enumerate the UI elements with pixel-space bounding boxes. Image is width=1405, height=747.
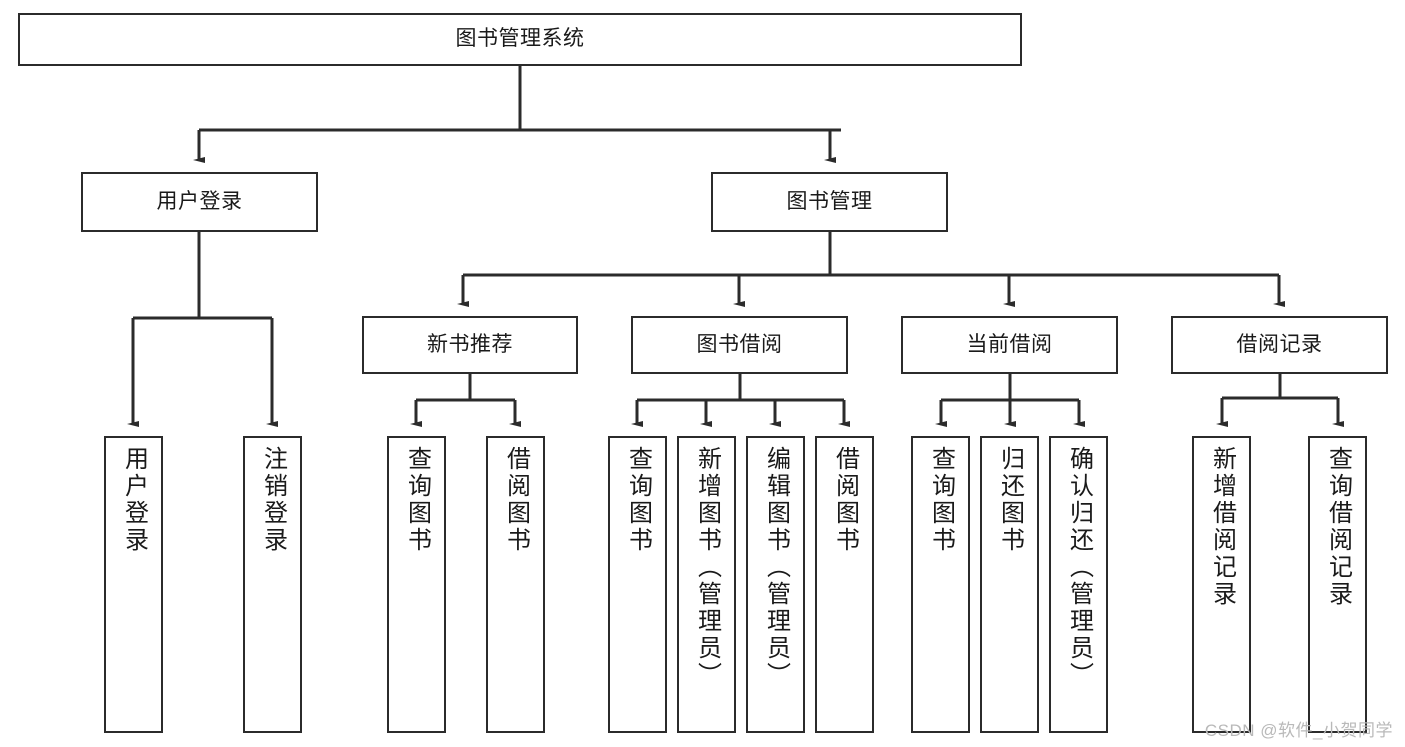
node-root-system-label: 图书管理系统 [455,27,585,51]
leaf-borrow-query-book-label: 查询图书 [624,446,652,554]
leaf-logout[interactable]: 注销登录 [243,436,302,733]
node-book-borrow-label: 图书借阅 [696,332,783,356]
node-book-management-label: 图书管理 [786,189,873,213]
leaf-confirm-return-admin[interactable]: 确认归还（管理员） [1049,436,1108,733]
node-new-book-recommend-label: 新书推荐 [427,332,513,356]
leaf-current-query-book-label: 查询图书 [927,446,955,554]
leaf-add-book-admin-label: 新增图书（管理员） [693,446,721,689]
leaf-user-login-label: 用户登录 [120,446,148,554]
node-root-system[interactable]: 图书管理系统 [18,13,1022,66]
leaf-borrow-query-book[interactable]: 查询图书 [608,436,667,733]
node-book-management[interactable]: 图书管理 [711,172,948,232]
node-book-borrow[interactable]: 图书借阅 [631,316,848,374]
leaf-add-book-admin[interactable]: 新增图书（管理员） [677,436,736,733]
leaf-borrow-book[interactable]: 借阅图书 [815,436,874,733]
node-current-borrow[interactable]: 当前借阅 [901,316,1118,374]
leaf-query-borrow-record[interactable]: 查询借阅记录 [1308,436,1367,733]
node-user-login[interactable]: 用户登录 [81,172,318,232]
leaf-add-borrow-record-label: 新增借阅记录 [1208,446,1236,608]
leaf-edit-book-admin[interactable]: 编辑图书（管理员） [746,436,805,733]
leaf-return-book-label: 归还图书 [996,446,1024,554]
leaf-new-book-borrow[interactable]: 借阅图书 [486,436,545,733]
node-borrow-record[interactable]: 借阅记录 [1171,316,1388,374]
node-current-borrow-label: 当前借阅 [966,332,1053,356]
leaf-user-login[interactable]: 用户登录 [104,436,163,733]
leaf-confirm-return-admin-label: 确认归还（管理员） [1065,446,1093,689]
leaf-borrow-book-label: 借阅图书 [831,446,859,554]
node-borrow-record-label: 借阅记录 [1236,332,1323,356]
leaf-edit-book-admin-label: 编辑图书（管理员） [762,446,790,689]
leaf-new-book-borrow-label: 借阅图书 [502,446,530,554]
leaf-logout-label: 注销登录 [259,446,287,554]
leaf-new-book-query-label: 查询图书 [403,446,431,554]
leaf-query-borrow-record-label: 查询借阅记录 [1324,446,1352,608]
node-user-login-label: 用户登录 [156,189,243,213]
leaf-current-query-book[interactable]: 查询图书 [911,436,970,733]
leaf-new-book-query[interactable]: 查询图书 [387,436,446,733]
leaf-return-book[interactable]: 归还图书 [980,436,1039,733]
node-new-book-recommend[interactable]: 新书推荐 [362,316,578,374]
leaf-add-borrow-record[interactable]: 新增借阅记录 [1192,436,1251,733]
